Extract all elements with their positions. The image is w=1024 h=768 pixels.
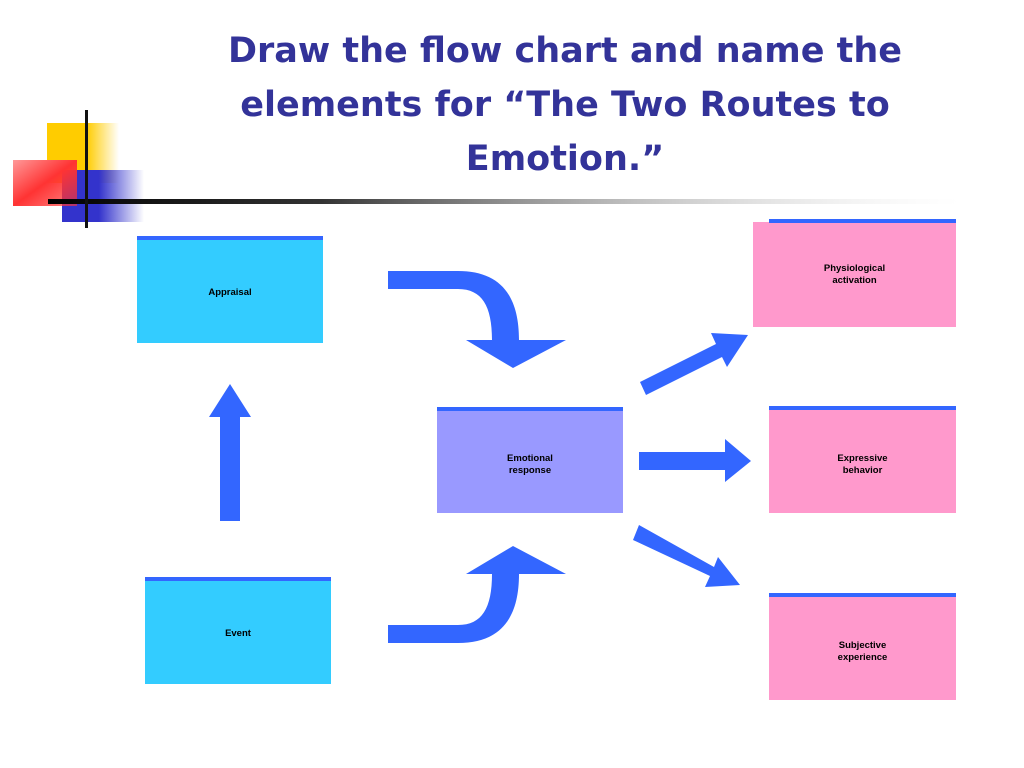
diagonal-arrow-up-right <box>640 333 748 395</box>
subjective-experience-label: Subjective experience <box>837 640 888 663</box>
physiological-activation-label: Physiological activation <box>823 263 886 286</box>
right-arrow <box>639 439 751 482</box>
expressive-behavior-label: Expressive behavior <box>837 453 888 476</box>
vertical-rule <box>85 110 88 228</box>
emotional-response-box: Emotional response <box>437 407 623 513</box>
subjective-experience-box: Subjective experience <box>769 593 956 700</box>
physiological-activation-top-bar <box>769 219 956 223</box>
event-box: Event <box>145 577 331 684</box>
appraisal-box: Appraisal <box>137 236 323 343</box>
decorative-squares-logo <box>13 110 960 228</box>
up-arrow <box>209 384 251 521</box>
slide-title: Draw the flow chart and name the element… <box>227 31 903 179</box>
diagonal-arrow-down-right <box>633 525 740 587</box>
horizontal-rule <box>48 199 960 204</box>
curved-arrow-up <box>388 546 566 643</box>
red-square <box>13 160 77 206</box>
curved-arrow-down <box>388 271 566 368</box>
appraisal-label: Appraisal <box>208 287 252 298</box>
event-label: Event <box>225 628 251 639</box>
expressive-behavior-box: Expressive behavior <box>769 406 956 513</box>
physiological-activation-box: Physiological activation <box>753 222 956 327</box>
emotional-response-label: Emotional response <box>507 453 553 476</box>
